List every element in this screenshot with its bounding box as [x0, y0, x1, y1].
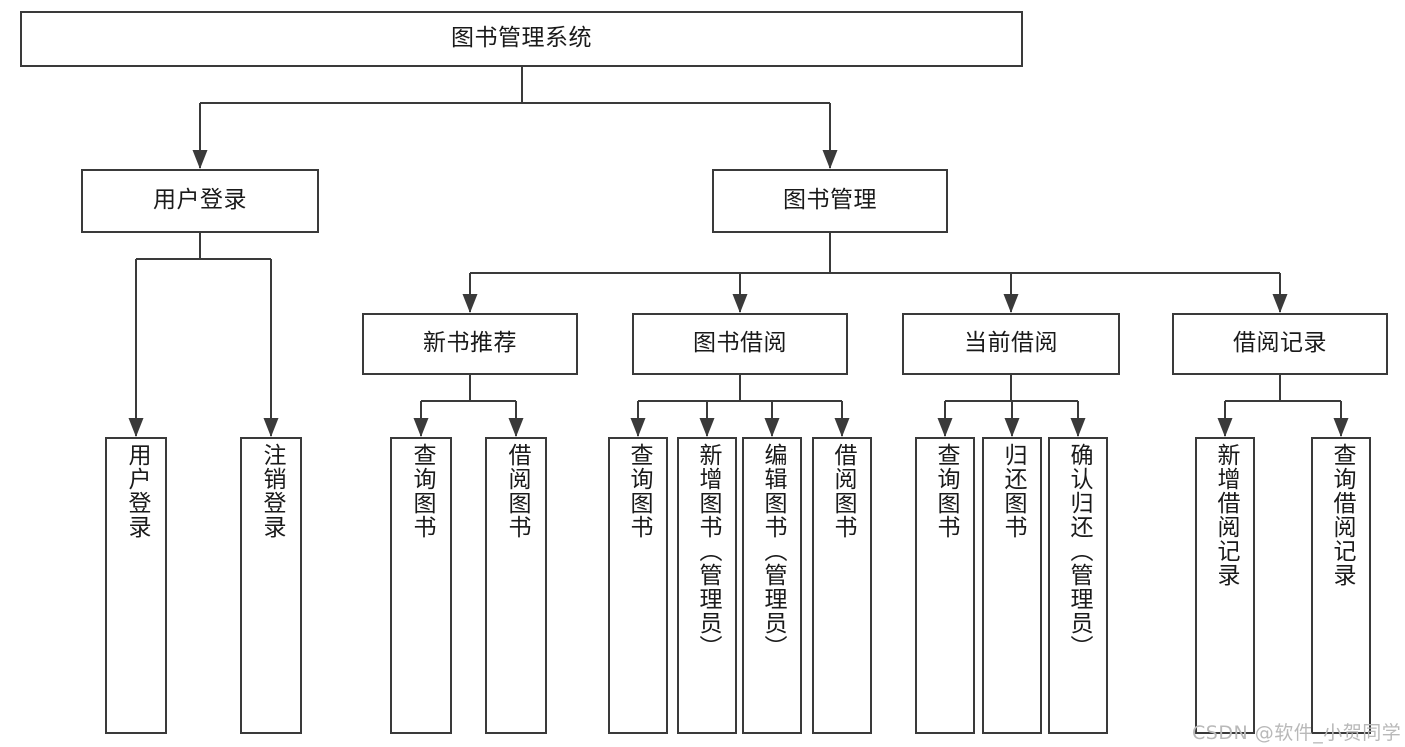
arrowhead-root-1 — [822, 150, 838, 169]
arrowhead-book-borrow-3 — [834, 418, 850, 437]
node-label-leaf-query-book-3: 查询图书 — [932, 443, 959, 539]
arrowhead-root-0 — [192, 150, 208, 169]
node-leaf-query-record: 查询借阅记录 — [1311, 437, 1371, 734]
arrowhead-current-borrow-1 — [1004, 418, 1020, 437]
arrowhead-borrow-record-1 — [1333, 418, 1349, 437]
node-leaf-query-book-1: 查询图书 — [390, 437, 452, 734]
node-leaf-query-book-2: 查询图书 — [608, 437, 668, 734]
node-borrow-record: 借阅记录 — [1172, 313, 1388, 375]
node-new-book-rec: 新书推荐 — [362, 313, 578, 375]
arrowhead-borrow-record-0 — [1217, 418, 1233, 437]
csdn-watermark: CSDN @软件_小贺同学 — [1192, 722, 1402, 744]
node-leaf-confirm-return: 确认归还（管理员） — [1048, 437, 1108, 734]
arrowhead-new-book-rec-1 — [508, 418, 524, 437]
node-current-borrow: 当前借阅 — [902, 313, 1120, 375]
arrowhead-book-manage-1 — [732, 294, 748, 313]
node-leaf-return-book: 归还图书 — [982, 437, 1042, 734]
node-leaf-borrow-book-2: 借阅图书 — [812, 437, 872, 734]
node-label-leaf-borrow-book-1: 借阅图书 — [503, 443, 530, 539]
node-label-leaf-borrow-book-2: 借阅图书 — [829, 443, 856, 539]
node-label-leaf-query-record: 查询借阅记录 — [1328, 443, 1355, 587]
node-leaf-add-book: 新增图书（管理员） — [677, 437, 737, 734]
node-leaf-edit-book: 编辑图书（管理员） — [742, 437, 802, 734]
node-leaf-add-record: 新增借阅记录 — [1195, 437, 1255, 734]
arrowhead-book-borrow-1 — [699, 418, 715, 437]
arrowhead-user-login-0 — [128, 418, 144, 437]
node-label-current-borrow: 当前借阅 — [964, 330, 1058, 357]
arrowhead-book-manage-3 — [1272, 294, 1288, 313]
node-label-new-book-rec: 新书推荐 — [423, 330, 517, 357]
node-label-leaf-user-login: 用户登录 — [123, 443, 150, 539]
node-label-leaf-confirm-return: 确认归还（管理员） — [1065, 443, 1092, 659]
node-leaf-borrow-book-1: 借阅图书 — [485, 437, 547, 734]
node-label-leaf-add-record: 新增借阅记录 — [1212, 443, 1239, 587]
node-book-manage: 图书管理 — [712, 169, 948, 233]
node-label-leaf-query-book-2: 查询图书 — [625, 443, 652, 539]
node-label-leaf-return-book: 归还图书 — [999, 443, 1026, 539]
node-label-user-login: 用户登录 — [153, 187, 247, 214]
arrowhead-current-borrow-2 — [1070, 418, 1086, 437]
arrowhead-new-book-rec-0 — [413, 418, 429, 437]
arrowhead-book-borrow-0 — [630, 418, 646, 437]
node-leaf-user-logout: 注销登录 — [240, 437, 302, 734]
arrowhead-book-manage-0 — [462, 294, 478, 313]
node-label-leaf-query-book-1: 查询图书 — [408, 443, 435, 539]
node-label-leaf-add-book: 新增图书（管理员） — [694, 443, 721, 659]
node-leaf-user-login: 用户登录 — [105, 437, 167, 734]
arrowhead-current-borrow-0 — [937, 418, 953, 437]
node-label-book-manage: 图书管理 — [783, 187, 877, 214]
node-root: 图书管理系统 — [20, 11, 1023, 67]
node-user-login: 用户登录 — [81, 169, 319, 233]
arrowhead-book-borrow-2 — [764, 418, 780, 437]
node-leaf-query-book-3: 查询图书 — [915, 437, 975, 734]
node-book-borrow: 图书借阅 — [632, 313, 848, 375]
node-label-leaf-user-logout: 注销登录 — [258, 443, 285, 539]
node-label-borrow-record: 借阅记录 — [1233, 330, 1327, 357]
node-label-book-borrow: 图书借阅 — [693, 330, 787, 357]
node-label-leaf-edit-book: 编辑图书（管理员） — [759, 443, 786, 659]
node-label-root: 图书管理系统 — [451, 25, 592, 52]
arrowhead-book-manage-2 — [1003, 294, 1019, 313]
arrowhead-user-login-1 — [263, 418, 279, 437]
